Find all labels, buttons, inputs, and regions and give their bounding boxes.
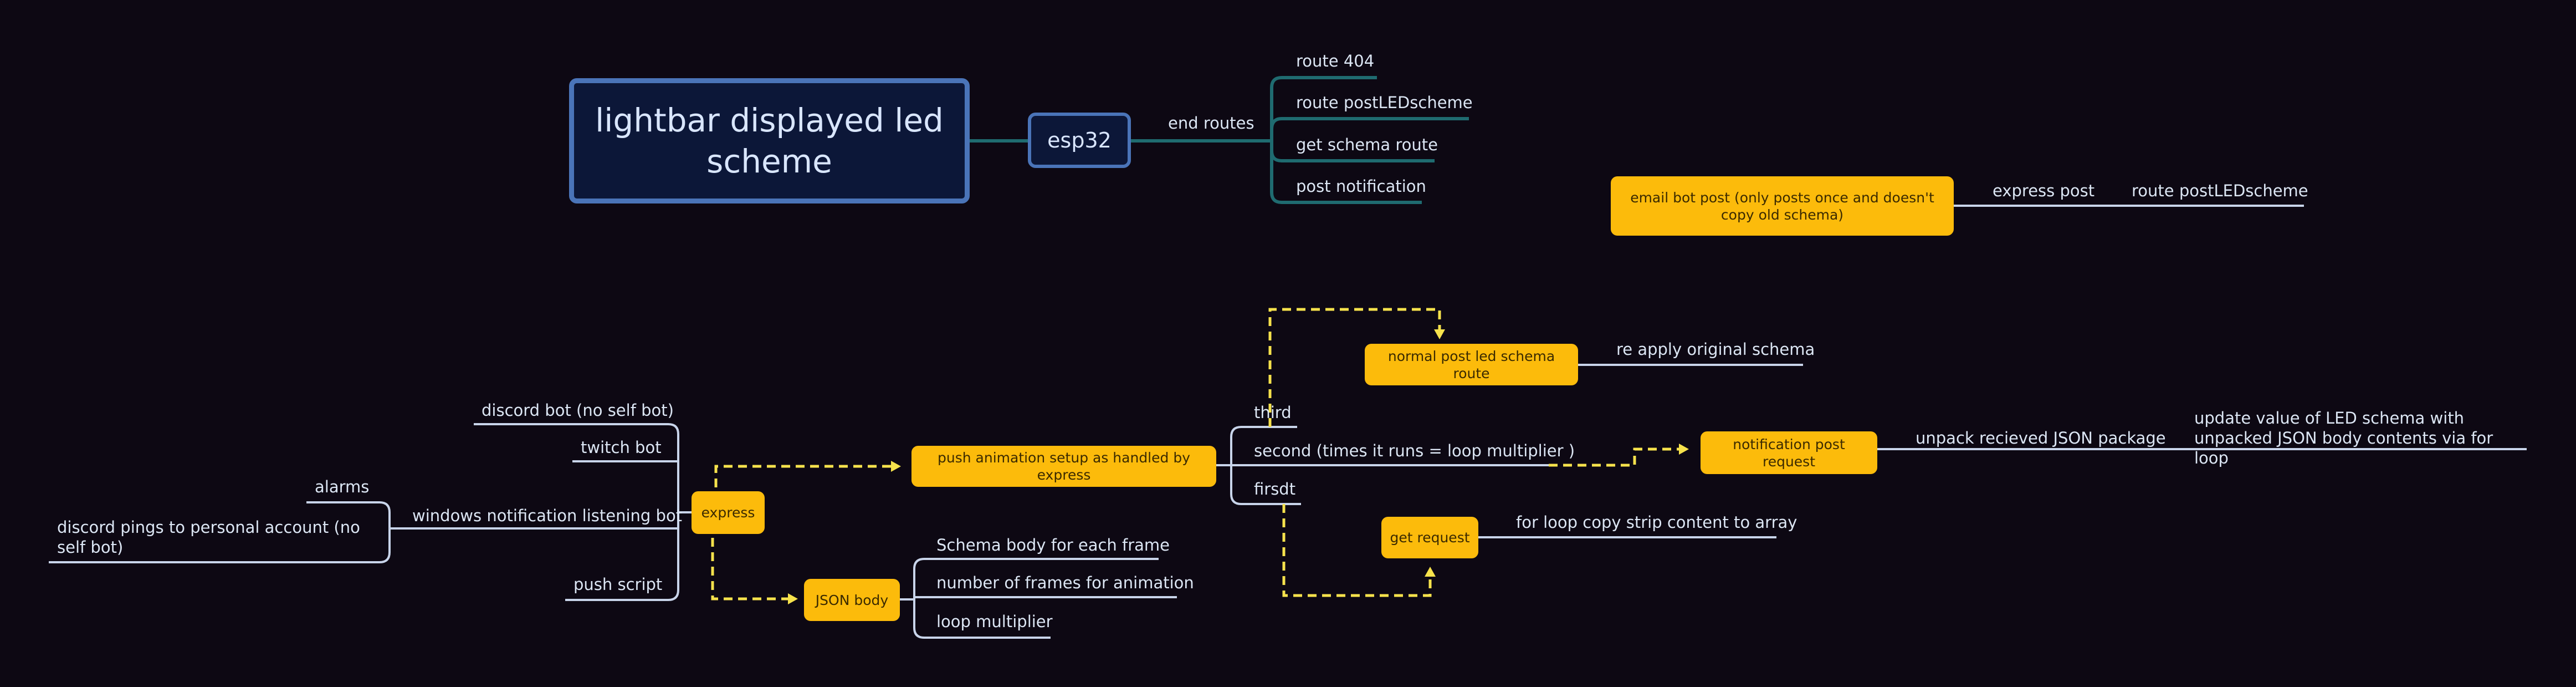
first-label: firsdt <box>1254 480 1296 498</box>
get-schema-route-label[interactable]: get schema route <box>1296 135 1438 154</box>
copy-strip-label: for loop copy strip content to array <box>1516 513 1797 532</box>
push-script-label: push script <box>573 575 663 594</box>
post-notification-line <box>1270 141 1422 204</box>
windows-sub-bracket <box>49 501 391 563</box>
express-node[interactable]: express <box>692 491 765 534</box>
express-to-json-arrow <box>711 538 788 601</box>
dashed-arrows <box>711 308 1679 601</box>
end-routes-label: end routes <box>1168 114 1254 133</box>
express-to-push-arrow <box>714 465 891 487</box>
arrow-heads <box>788 329 1689 604</box>
esp-connectors <box>970 76 1469 204</box>
normal-post-node[interactable]: normal post led schema route <box>1365 344 1578 385</box>
get-request-node[interactable]: get request <box>1381 517 1478 558</box>
second-to-notification-arrow <box>1549 447 1679 467</box>
schema-body-label: Schema body for each frame <box>936 536 1170 554</box>
loop-multiplier-label: loop multiplier <box>936 612 1053 631</box>
twitch-bot-label: twitch bot <box>581 438 662 457</box>
route-404-line <box>1270 76 1377 141</box>
root-node[interactable]: lightbar displayed led scheme <box>569 78 970 203</box>
discord-bot-label: discord bot (no self bot) <box>482 401 674 420</box>
first-to-get-arrow <box>1282 504 1432 597</box>
esp32-node[interactable]: esp32 <box>1028 113 1131 168</box>
notification-post-node[interactable]: notification post request <box>1701 431 1877 474</box>
second-label: second (times it runs = loop multiplier … <box>1254 441 1575 460</box>
push-animation-node[interactable]: push animation setup as handled by expre… <box>911 446 1216 487</box>
reapply-schema-label: re apply original schema <box>1616 340 1815 359</box>
express-post-label: express post <box>1993 181 2095 200</box>
route-post-led-label[interactable]: route postLEDscheme <box>1296 93 1473 112</box>
email-bot-node[interactable]: email bot post (only posts once and does… <box>1611 176 1954 236</box>
third-label: third <box>1254 403 1292 422</box>
post-notification-label[interactable]: post notification <box>1296 177 1426 196</box>
json-body-node[interactable]: JSON body <box>804 579 900 621</box>
alarms-label: alarms <box>315 477 370 496</box>
update-led-schema-label: update value of LED schema with unpacked… <box>2194 409 2493 467</box>
third-to-normal-arrow <box>1268 308 1441 427</box>
route-404-label[interactable]: route 404 <box>1296 52 1375 70</box>
email-route-label: route postLEDscheme <box>2132 181 2308 200</box>
unpack-json-label: unpack recieved JSON package <box>1916 429 2166 447</box>
solid-connectors <box>49 205 2527 639</box>
windows-bot-label: windows notification listening bot <box>412 506 683 525</box>
discord-pings-label: discord pings to personal account (no se… <box>57 518 360 557</box>
frames-count-label: number of frames for animation <box>936 573 1194 592</box>
route-post-line <box>1270 117 1469 141</box>
